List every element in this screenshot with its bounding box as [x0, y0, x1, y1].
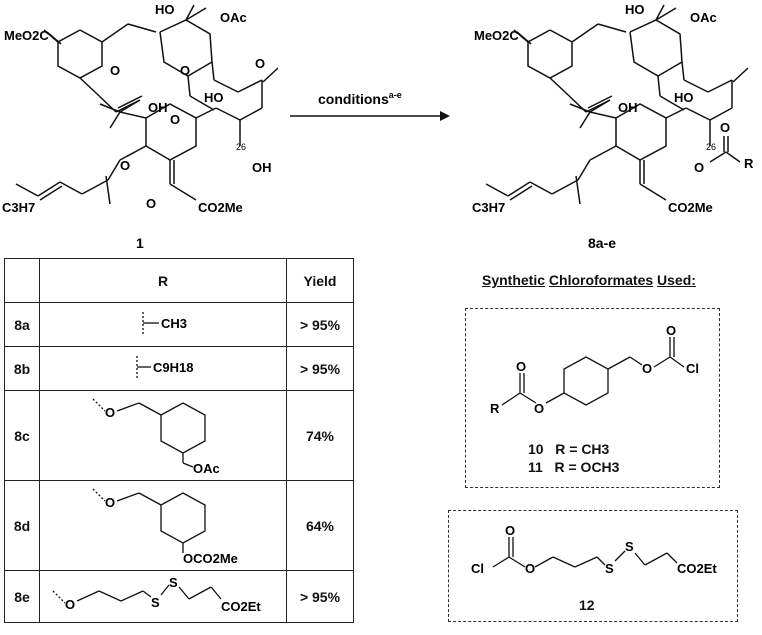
svg-text:O: O [642, 361, 652, 376]
chloroformate-box-12: Cl O O S S CO2Et 12 [448, 510, 738, 622]
compound-label-1: 1 [136, 235, 144, 251]
svg-text:O: O [666, 323, 676, 338]
table-row: 8c O OAc 74% [4, 390, 354, 481]
arrow-label: conditionsa-e [318, 90, 402, 107]
svg-text:O: O [65, 597, 75, 612]
svg-text:OAc: OAc [220, 10, 247, 25]
svg-text:C3H7: C3H7 [472, 200, 505, 215]
svg-text:OH: OH [148, 100, 168, 115]
svg-text:26: 26 [706, 142, 716, 152]
compound-label-8a-e: 8a-e [588, 235, 616, 251]
svg-text:Cl: Cl [471, 561, 484, 576]
chloroformate-structure-12: Cl O O S S CO2Et [471, 523, 717, 576]
chloroformates-title: Synthetic Chloroformates Used: [482, 272, 696, 288]
reaction-scheme: MeO2C HO OAc O O O OH HO O 26 OH O C3H7 … [2, 2, 754, 251]
r-structure-8a: CH3 [142, 312, 187, 334]
svg-text:O: O [720, 120, 730, 135]
svg-text:O: O [516, 359, 526, 374]
svg-text:OAc: OAc [690, 10, 717, 25]
svg-text:CO2Et: CO2Et [677, 561, 717, 576]
header-yield: Yield [286, 258, 354, 303]
svg-text:HO: HO [155, 2, 175, 17]
svg-text:OAc: OAc [193, 461, 220, 476]
svg-text:O: O [110, 63, 120, 78]
compound-10-label: 10 R = CH3 [528, 441, 610, 457]
svg-text:OCO2Me: OCO2Me [183, 551, 238, 566]
table-row: 8e O S S CO2Et > 95% [4, 570, 354, 623]
table-header-row: R Yield [4, 258, 354, 303]
svg-text:O: O [146, 196, 156, 211]
svg-text:OH: OH [252, 160, 272, 175]
r-group-cell: CH3 [39, 302, 287, 347]
svg-text:CO2Et: CO2Et [221, 599, 261, 614]
svg-text:S: S [605, 561, 614, 576]
svg-text:O: O [120, 158, 130, 173]
svg-text:C3H7: C3H7 [2, 200, 35, 215]
r-structure-8e: O S S CO2Et [52, 575, 261, 614]
svg-text:S: S [169, 575, 178, 590]
svg-text:CO2Me: CO2Me [668, 200, 713, 215]
header-r: R [39, 258, 287, 303]
table-row: 8a CH3 > 95% [4, 302, 354, 347]
svg-text:O: O [105, 405, 115, 420]
svg-text:HO: HO [204, 90, 224, 105]
svg-text:26: 26 [236, 142, 246, 152]
r-structure-8d: O OCO2Me [92, 488, 238, 566]
chloroformate-structure-10-11: O O O O Cl R [490, 323, 699, 416]
svg-text:O: O [180, 63, 190, 78]
svg-text:R: R [744, 156, 754, 171]
r-structure-8c: O OAc [92, 398, 220, 476]
chloroformate-box-10-11: O O O O Cl R 10 R = CH3 11 R = OCH3 [465, 308, 720, 488]
svg-text:C9H18: C9H18 [153, 360, 193, 375]
svg-text:CH3: CH3 [161, 316, 187, 331]
svg-text:S: S [625, 539, 634, 554]
svg-text:O: O [255, 56, 265, 71]
svg-text:O: O [170, 112, 180, 127]
svg-text:Cl: Cl [686, 361, 699, 376]
svg-text:O: O [525, 561, 535, 576]
compound-12-label: 12 [579, 597, 595, 613]
compound-11-label: 11 R = OCH3 [528, 459, 620, 475]
svg-text:HO: HO [625, 2, 645, 17]
svg-text:OH: OH [618, 100, 638, 115]
svg-text:O: O [534, 401, 544, 416]
r-group-table: R Yield 8a CH3 > 95% 8b C9H18 > 95% 8c [4, 258, 354, 623]
header-id [4, 258, 40, 303]
svg-text:MeO2C: MeO2C [474, 28, 519, 43]
svg-text:CO2Me: CO2Me [198, 200, 243, 215]
svg-text:HO: HO [674, 90, 694, 105]
r-structure-8b: C9H18 [136, 356, 193, 378]
svg-text:O: O [505, 523, 515, 538]
svg-text:S: S [151, 595, 160, 610]
svg-text:O: O [694, 160, 704, 175]
svg-text:O: O [105, 495, 115, 510]
svg-text:R: R [490, 401, 500, 416]
table-row: 8d O OCO2Me 64% [4, 480, 354, 571]
label-meo2c: MeO2C [4, 28, 49, 43]
table-row: 8b C9H18 > 95% [4, 346, 354, 391]
